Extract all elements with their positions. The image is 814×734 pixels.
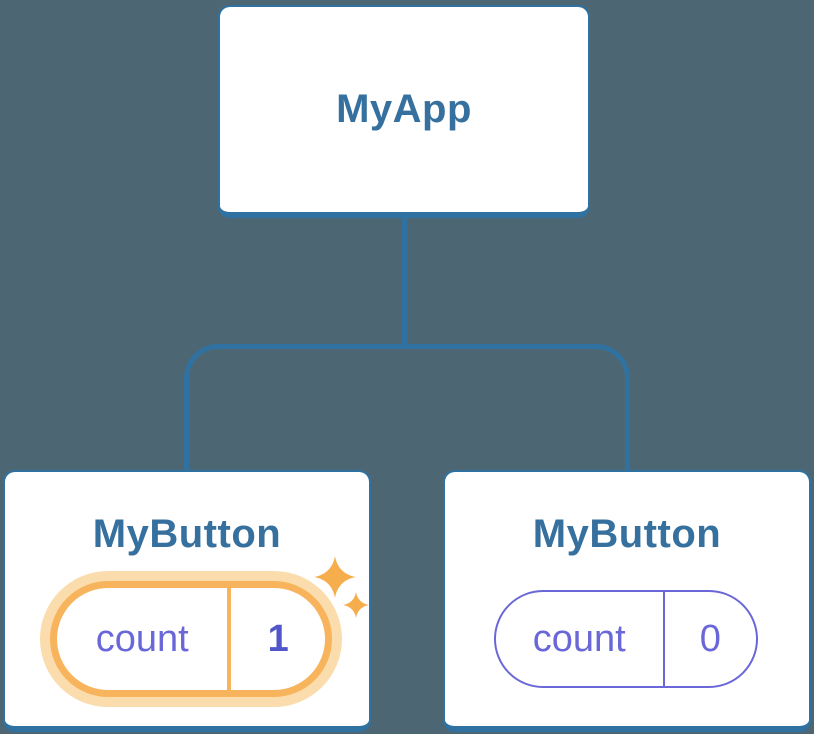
- state-pill-divider: [662, 592, 665, 686]
- component-card-mybutton-right: MyButton count 0: [443, 470, 811, 732]
- state-key-label: count: [532, 617, 626, 660]
- state-key-label: count: [95, 617, 189, 660]
- connector-branch: [184, 344, 630, 470]
- component-name-myapp: MyApp: [336, 87, 472, 131]
- component-card-myapp: MyApp: [218, 5, 590, 218]
- connector-stem: [402, 217, 407, 349]
- sparkle-icon-large: [314, 556, 356, 598]
- component-name-mybutton-right: MyButton: [532, 512, 722, 556]
- state-value: 1: [267, 617, 289, 660]
- component-name-mybutton-left: MyButton: [92, 512, 282, 556]
- state-value: 0: [699, 617, 721, 660]
- state-pill-default: count 0: [494, 590, 758, 688]
- component-card-mybutton-left: MyButton count 1: [3, 470, 371, 732]
- state-pill-highlighted: count 1: [50, 581, 332, 697]
- state-pill-divider: [227, 588, 232, 690]
- sparkle-icon-small: [343, 592, 369, 618]
